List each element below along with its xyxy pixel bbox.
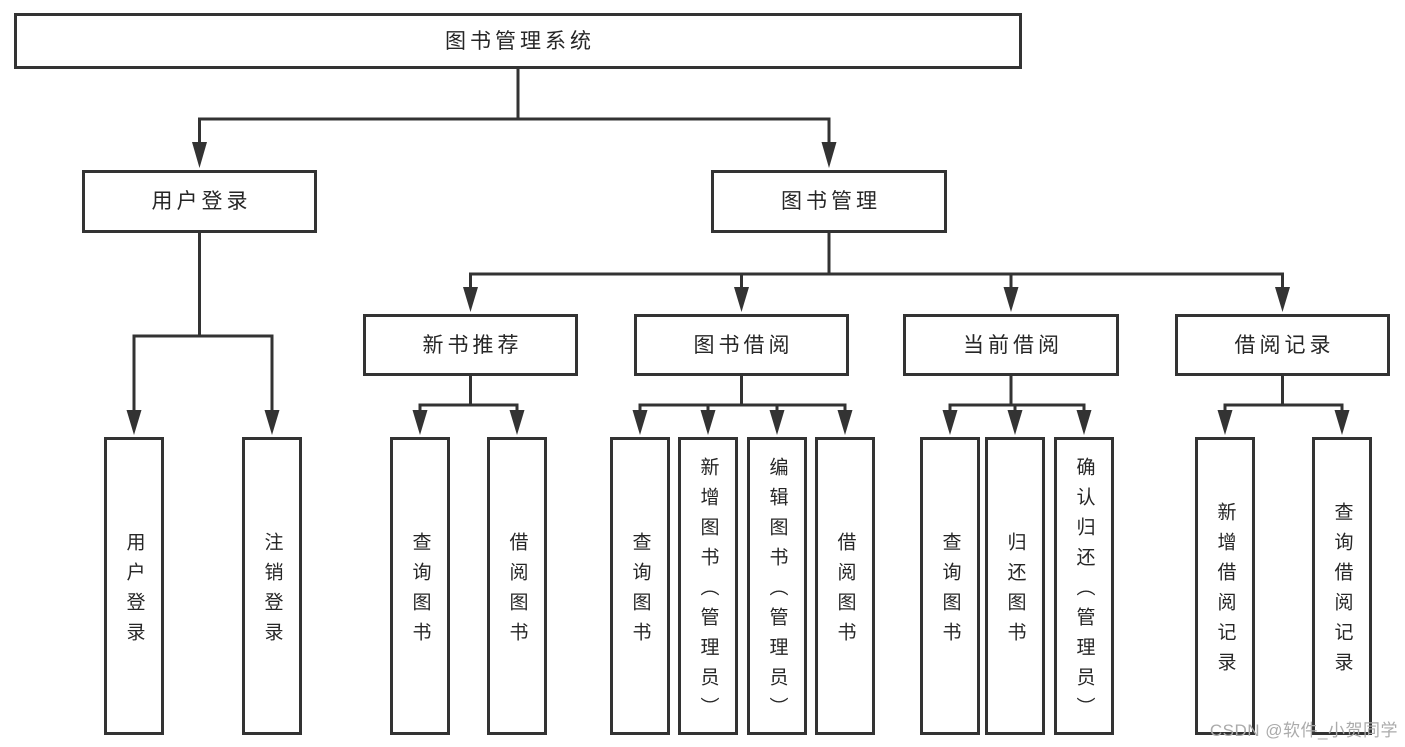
leaf-label: 查询借阅记录 [1331, 501, 1353, 682]
leaf-label: 查询图书 [939, 531, 961, 652]
arrow-down-icon [1007, 410, 1023, 435]
leaf-borrow-books: 借阅图书 [487, 437, 547, 735]
leaf-label: 查询图书 [409, 531, 431, 652]
node-borrow-records: 借阅记录 [1175, 314, 1390, 376]
leaf-label: 借阅图书 [506, 531, 528, 652]
arrowhead-icons [126, 142, 1350, 435]
node-label: 借阅记录 [1234, 333, 1335, 357]
arrow-down-icon [1076, 410, 1092, 435]
node-new-book-recommend: 新书推荐 [363, 314, 578, 376]
leaf-query-borrow-record: 查询借阅记录 [1312, 437, 1372, 735]
node-book-borrowing: 图书借阅 [634, 314, 849, 376]
arrow-down-icon [1003, 287, 1019, 312]
leaf-return-books: 归还图书 [985, 437, 1045, 735]
node-root-system: 图书管理系统 [14, 13, 1022, 69]
arrow-down-icon [1334, 410, 1350, 435]
arrow-down-icon [942, 410, 958, 435]
arrow-down-icon [769, 410, 785, 435]
leaf-edit-books-admin: 编辑图书（管理员） [747, 437, 807, 735]
leaf-label: 借阅图书 [834, 531, 856, 652]
arrow-down-icon [700, 410, 716, 435]
arrow-down-icon [264, 410, 280, 435]
arrow-down-icon [1217, 410, 1233, 435]
arrow-down-icon [509, 410, 525, 435]
arrow-down-icon [192, 142, 207, 168]
leaf-add-books-admin: 新增图书（管理员） [678, 437, 738, 735]
leaf-borrow-books-2: 借阅图书 [815, 437, 875, 735]
leaf-user-login: 用户登录 [104, 437, 164, 735]
leaf-confirm-return-admin: 确认归还（管理员） [1054, 437, 1114, 735]
arrow-down-icon [412, 410, 428, 435]
arrow-down-icon [632, 410, 648, 435]
node-label: 用户登录 [151, 190, 252, 213]
leaf-label: 确认归还（管理员） [1073, 456, 1095, 727]
node-label: 当前借阅 [963, 333, 1063, 357]
leaf-label: 新增图书（管理员） [697, 456, 719, 727]
leaf-label: 查询图书 [629, 531, 651, 652]
leaf-logout: 注销登录 [242, 437, 302, 735]
leaf-query-books: 查询图书 [390, 437, 450, 735]
csdn-watermark: CSDN @软件_小贺同学 [1209, 721, 1398, 740]
node-book-management: 图书管理 [711, 170, 947, 233]
arrow-down-icon [126, 410, 142, 435]
node-label: 图书借阅 [693, 333, 794, 357]
leaf-label: 注销登录 [261, 531, 283, 652]
tree-edges [132, 69, 1344, 412]
node-current-borrowing: 当前借阅 [903, 314, 1119, 376]
arrow-down-icon [734, 287, 749, 312]
arrow-down-icon [1275, 287, 1290, 312]
leaf-label: 用户登录 [123, 531, 145, 652]
node-label: 图书管理 [781, 190, 881, 213]
leaf-add-borrow-record: 新增借阅记录 [1195, 437, 1255, 735]
arrow-down-icon [463, 287, 478, 312]
leaf-label: 编辑图书（管理员） [766, 456, 788, 727]
node-label: 新书推荐 [422, 333, 523, 357]
arrow-down-icon [837, 410, 853, 435]
node-user-login: 用户登录 [82, 170, 317, 233]
leaf-label: 归还图书 [1004, 531, 1026, 652]
leaf-query-books-2: 查询图书 [610, 437, 670, 735]
leaf-label: 新增借阅记录 [1214, 501, 1236, 682]
leaf-query-books-3: 查询图书 [920, 437, 980, 735]
node-label: 图书管理系统 [445, 29, 595, 53]
arrow-down-icon [821, 142, 837, 168]
